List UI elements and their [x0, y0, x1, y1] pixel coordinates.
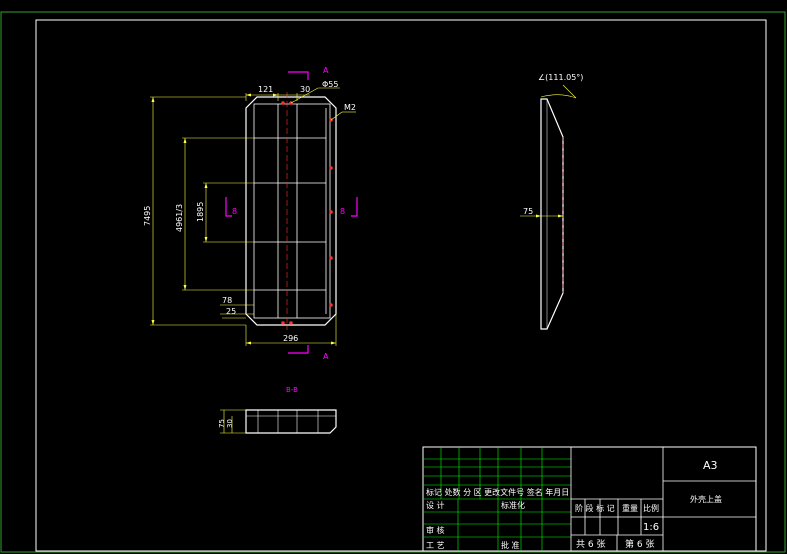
side-angle: ∠(111.05°) — [538, 73, 583, 82]
section-view — [220, 409, 337, 434]
outer-border — [0, 11, 786, 553]
sheet-number: 第 6 张 — [625, 538, 654, 550]
dim-overall-width: 296 — [283, 334, 298, 343]
dim-top-offset: 30 — [300, 85, 310, 94]
dim-bottom-gap: 25 — [226, 307, 236, 316]
part-name: 外壳上盖 — [690, 494, 722, 504]
scale-value: 1:6 — [643, 522, 659, 533]
label-stage-mark: 阶 段 标 记 — [575, 503, 615, 513]
section-label-right: 8 — [340, 207, 345, 216]
section-view-outline — [245, 409, 337, 434]
label-weight: 重量 — [622, 503, 638, 513]
revision-header: 标记 处数 分 区 更改文件号 签名 年月日 — [426, 487, 569, 497]
side-thickness: 75 — [523, 207, 533, 216]
section-title: B-B — [286, 386, 298, 394]
label-review: 审 核 — [426, 525, 445, 535]
front-view — [150, 71, 358, 354]
side-view — [520, 84, 577, 330]
dim-thread: M2 — [344, 103, 356, 112]
total-sheets: 共 6 张 — [576, 539, 605, 550]
dim-hole: Φ55 — [322, 80, 338, 89]
label-process: 工 艺 — [426, 541, 445, 550]
label-approve: 批 准 — [501, 540, 520, 550]
dim-bottom-offset: 78 — [222, 296, 232, 305]
front-view-outline — [245, 96, 337, 326]
label-scale: 比例 — [643, 503, 659, 513]
section-dim-b: 30 — [226, 419, 234, 428]
front-view-inner — [253, 103, 331, 319]
section-label-bottom: A — [323, 352, 329, 361]
section-label-top: A — [323, 66, 329, 75]
label-design: 设 计 — [426, 500, 445, 510]
dim-top-width: 121 — [258, 85, 273, 94]
section-label-left: 8 — [232, 207, 237, 216]
side-view-outline — [540, 98, 564, 330]
sheet-size: A3 — [703, 459, 718, 472]
section-dim-a: 75 — [218, 419, 226, 428]
dim-mid-height: 1895 — [196, 202, 205, 222]
dim-inner-height: 4961/3 — [175, 204, 184, 232]
label-standardization: 标准化 — [501, 500, 525, 510]
drawing-frame — [35, 19, 767, 552]
title-block — [422, 446, 757, 552]
dim-overall-height: 7495 — [143, 206, 152, 226]
